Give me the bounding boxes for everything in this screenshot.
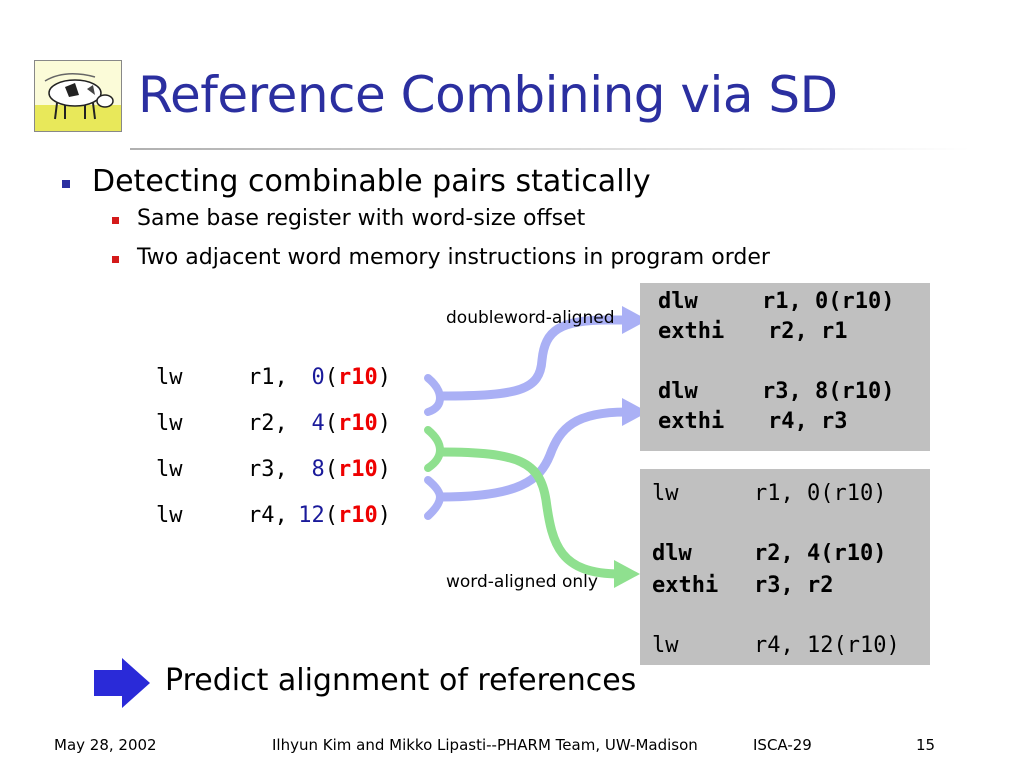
bracket-pair-2	[424, 476, 445, 520]
doubleword-arrowhead-1	[622, 306, 648, 334]
footer-authors: Ilhyun Kim and Mikko Lipasti--PHARM Team…	[272, 736, 698, 754]
offset-value: 8	[311, 457, 325, 482]
sub-bullet-text-2: Two adjacent word memory instructions in…	[137, 245, 770, 270]
sub-bullet-square	[112, 256, 119, 263]
code-offset: 12(	[298, 503, 338, 528]
sub-bullet-text-1: Same base register with word-size offset	[137, 206, 586, 231]
code-op: dlw	[658, 289, 698, 314]
code-op: exthi	[652, 573, 719, 598]
doubleword-arrow-2	[439, 407, 627, 502]
bullet-square	[62, 180, 70, 188]
code-base: r10)	[338, 411, 391, 436]
offset-value: 4	[311, 411, 325, 436]
base-register: r10	[338, 411, 378, 436]
cow-logo	[34, 60, 122, 132]
code-reg: r1,	[248, 365, 288, 390]
code-op: dlw	[658, 379, 698, 404]
bracket-pair-1	[424, 374, 445, 416]
word-aligned-arrow	[439, 447, 621, 579]
code-args: r3, r2	[754, 573, 834, 598]
code-op: lw	[652, 481, 679, 506]
doubleword-arrow-1	[439, 315, 626, 401]
sub-bullet-square	[112, 217, 119, 224]
code-args: r4, 12(r10)	[754, 633, 900, 658]
code-args: r2, 4(r10)	[754, 541, 887, 566]
code-op: lw	[156, 365, 183, 390]
base-register: r10	[338, 457, 378, 482]
base-register: r10	[338, 503, 378, 528]
code-base: r10)	[338, 365, 391, 390]
code-reg: r2,	[248, 411, 288, 436]
code-args: r1, 0(r10)	[754, 481, 887, 506]
offset-value: 0	[311, 365, 325, 390]
base-register: r10	[338, 365, 378, 390]
code-offset: 0(	[311, 365, 339, 390]
slide-title: Reference Combining via SD	[138, 66, 838, 124]
word-aligned-code-box: lw r1, 0(r10) dlw r2, 4(r10) exthi r3, r…	[640, 469, 930, 665]
code-op: lw	[156, 457, 183, 482]
code-reg: r3,	[248, 457, 288, 482]
code-op: dlw	[652, 541, 692, 566]
code-args: r1, 0(r10)	[762, 289, 895, 314]
code-op: lw	[156, 503, 183, 528]
code-args: r2, r1	[768, 319, 848, 344]
title-divider	[130, 148, 970, 150]
footer-page-number: 15	[916, 736, 936, 754]
code-args: r3, 8(r10)	[762, 379, 895, 404]
bullet-main-text: Detecting combinable pairs statically	[92, 164, 651, 199]
bracket-pair-3	[424, 426, 445, 472]
conclusion-text: Predict alignment of references	[165, 663, 637, 698]
code-base: r10)	[338, 457, 391, 482]
code-reg: r4,	[248, 503, 288, 528]
right-arrow-icon	[92, 656, 152, 710]
code-op: exthi	[658, 409, 725, 434]
offset-value: 12	[298, 503, 325, 528]
code-offset: 8(	[311, 457, 339, 482]
word-aligned-label: word-aligned only	[446, 572, 598, 592]
word-aligned-arrowhead	[614, 560, 640, 588]
code-offset: 4(	[311, 411, 339, 436]
code-op: lw	[652, 633, 679, 658]
doubleword-code-box: dlw r1, 0(r10) exthi r2, r1 dlw r3, 8(r1…	[640, 283, 930, 451]
doubleword-arrowhead-2	[622, 398, 648, 426]
code-args: r4, r3	[768, 409, 848, 434]
footer-venue: ISCA-29	[753, 736, 812, 754]
footer-date: May 28, 2002	[54, 736, 157, 754]
code-op: exthi	[658, 319, 725, 344]
code-base: r10)	[338, 503, 391, 528]
code-op: lw	[156, 411, 183, 436]
doubleword-label: doubleword-aligned	[446, 308, 615, 328]
